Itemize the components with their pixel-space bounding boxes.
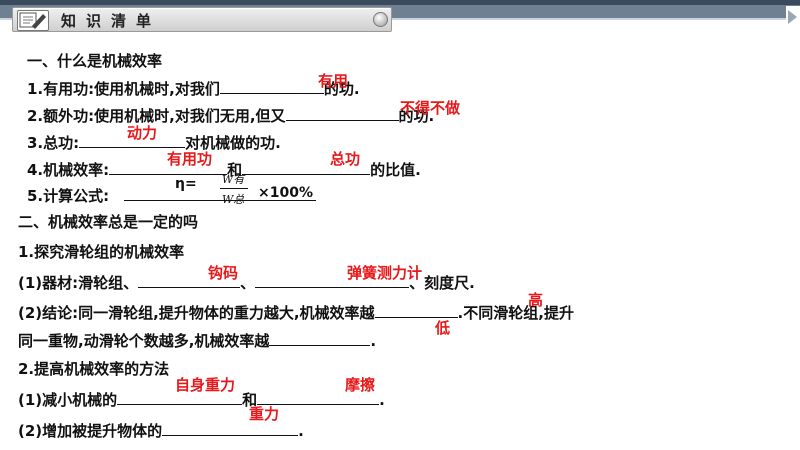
- item3-post: 对机械做的功.: [185, 134, 281, 152]
- concl-pre: (2)结论:同一滑轮组,提升物体的重力越大,机械效率越: [18, 304, 375, 322]
- item1-blank: [219, 79, 324, 94]
- method1-answer2: 摩擦: [345, 376, 376, 394]
- item4-blank1: [109, 160, 228, 175]
- scroll-cap-icon: [373, 12, 388, 27]
- equip-answer1: 钩码: [208, 264, 239, 282]
- equip-pre: (1)器材:滑轮组、: [18, 274, 139, 292]
- item4-answer2: 总功: [330, 150, 361, 168]
- item2-pre: 2.额外功:使用机械时,对我们无用,但又: [27, 107, 286, 125]
- item2-answer: 不得不做: [400, 99, 461, 117]
- method1-blank2: [257, 390, 380, 405]
- section-banner: 知识清单: [12, 7, 392, 32]
- header-band: [0, 18, 800, 20]
- item2-line: 2.额外功:使用机械时,对我们无用,但又 的功.: [27, 106, 434, 125]
- item1-line: 1.有用功:使用机械时,对我们 的功.: [27, 79, 360, 98]
- item1-pre: 1.有用功:使用机械时,对我们: [27, 80, 220, 98]
- item4-post: 的比值.: [370, 161, 421, 179]
- item4-mid: 和: [227, 161, 243, 179]
- equip-post: 、刻度尺.: [409, 274, 475, 292]
- concl-answer1: 高: [528, 291, 544, 309]
- equip-blank2: [255, 273, 410, 288]
- item3-pre: 3.总功:: [27, 134, 80, 152]
- item1-post: 的功.: [323, 80, 360, 98]
- method2-post: .: [298, 422, 304, 440]
- header-bar-dark: [0, 0, 800, 5]
- equip-blank1: [138, 273, 241, 288]
- concl-post: .不同滑轮组,提升: [457, 304, 574, 322]
- formula-denominator: W总: [222, 193, 245, 206]
- item4-blank2: [242, 160, 371, 175]
- item3-blank: [79, 133, 186, 148]
- equip-answer2: 弹簧测力计: [347, 264, 423, 282]
- method1-mid: 和: [242, 391, 258, 409]
- item2-post: 的功.: [398, 107, 435, 125]
- equipment-line: (1)器材:滑轮组、 、 、刻度尺.: [18, 273, 475, 292]
- formula-underline: [124, 200, 316, 201]
- formula-times: ×100%: [258, 185, 313, 201]
- concl-blank2: [269, 331, 371, 346]
- arrow-icon: [786, 6, 800, 28]
- item3-line: 3.总功: 对机械做的功.: [27, 133, 281, 152]
- item4-pre: 4.机械效率:: [27, 161, 110, 179]
- notebook-pencil-icon: [17, 10, 49, 31]
- banner-title: 知识清单: [61, 12, 162, 30]
- concl-blank1: [374, 303, 458, 318]
- concl2-pre: 同一重物,动滑轮个数越多,机械效率越: [18, 332, 270, 350]
- equip-sep: 、: [240, 274, 256, 292]
- formula-eta: η=: [175, 176, 197, 192]
- item4-line: 4.机械效率: 和 的比值.: [27, 160, 421, 179]
- item5-label: 5.计算公式:: [27, 187, 110, 205]
- method2-pre: (2)增加被提升物体的: [18, 422, 163, 440]
- item2-blank: [285, 106, 399, 121]
- method1-line: (1)减小机械的 和.: [18, 390, 385, 409]
- section2-heading: 二、机械效率总是一定的吗: [18, 213, 199, 231]
- method2-line: (2)增加被提升物体的.: [18, 421, 304, 440]
- formula-numerator: W有: [222, 173, 245, 186]
- item4-answer1: 有用功: [167, 150, 213, 168]
- concl-answer2: 低: [435, 319, 451, 337]
- method1-pre: (1)减小机械的: [18, 391, 118, 409]
- method2-blank: [162, 421, 299, 436]
- formula-fraction-bar: [220, 188, 248, 189]
- concl2-post: .: [370, 332, 377, 350]
- conclusion-line2: 同一重物,动滑轮个数越多,机械效率越.: [18, 331, 376, 350]
- section2-sub2: 2.提高机械效率的方法: [18, 360, 170, 378]
- method2-answer: 重力: [249, 405, 280, 423]
- section2-sub1: 1.探究滑轮组的机械效率: [18, 243, 185, 261]
- conclusion-line1: (2)结论:同一滑轮组,提升物体的重力越大,机械效率越 .不同滑轮组,提升: [18, 303, 574, 322]
- item1-answer: 有用: [318, 72, 349, 90]
- method1-answer1: 自身重力: [175, 376, 236, 394]
- item3-answer: 动力: [127, 124, 158, 142]
- method1-blank1: [117, 390, 243, 405]
- section1-heading: 一、什么是机械效率: [27, 52, 163, 70]
- method1-post: .: [379, 391, 385, 409]
